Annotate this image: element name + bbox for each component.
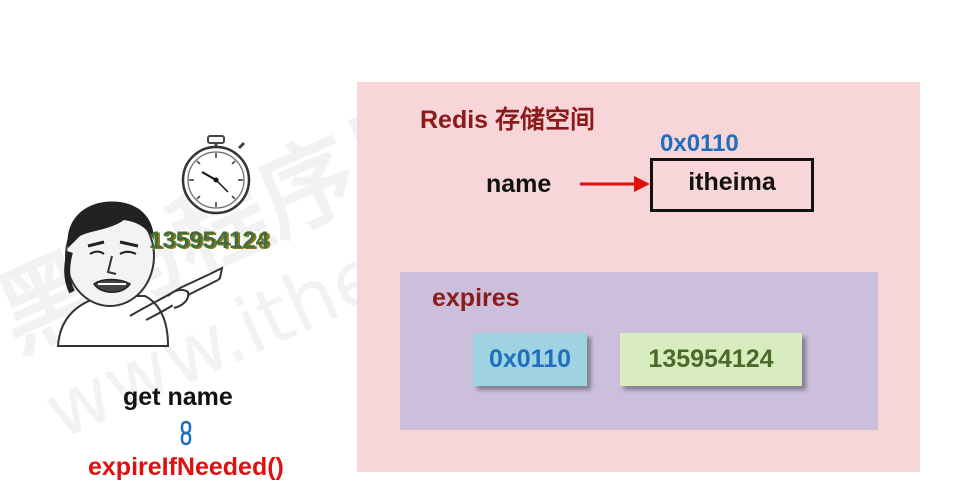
value-text: itheima xyxy=(688,168,776,196)
expires-title: expires xyxy=(432,284,520,312)
storage-title: Redis 存储空间 xyxy=(420,106,596,134)
command-text: get name xyxy=(123,383,233,411)
expires-address-cell: 0x0110 xyxy=(473,333,587,386)
value-box xyxy=(650,158,814,212)
expires-address-text: 0x0110 xyxy=(488,345,572,373)
link-icon xyxy=(180,420,192,446)
function-text: expireIfNeeded() xyxy=(88,453,284,481)
expires-timestamp-text: 135954124 xyxy=(648,345,774,373)
timestamp-overlay-back: 135954128 xyxy=(151,228,272,255)
stopwatch-icon xyxy=(181,135,251,215)
timestamp-overlay-front: 135954124 xyxy=(149,227,270,254)
arrow-right-icon xyxy=(580,176,650,192)
key-label: name xyxy=(486,170,552,198)
value-address-label: 0x0110 xyxy=(660,130,739,157)
meme-person-icon xyxy=(56,201,224,347)
expires-timestamp-cell: 135954124 xyxy=(620,333,802,386)
